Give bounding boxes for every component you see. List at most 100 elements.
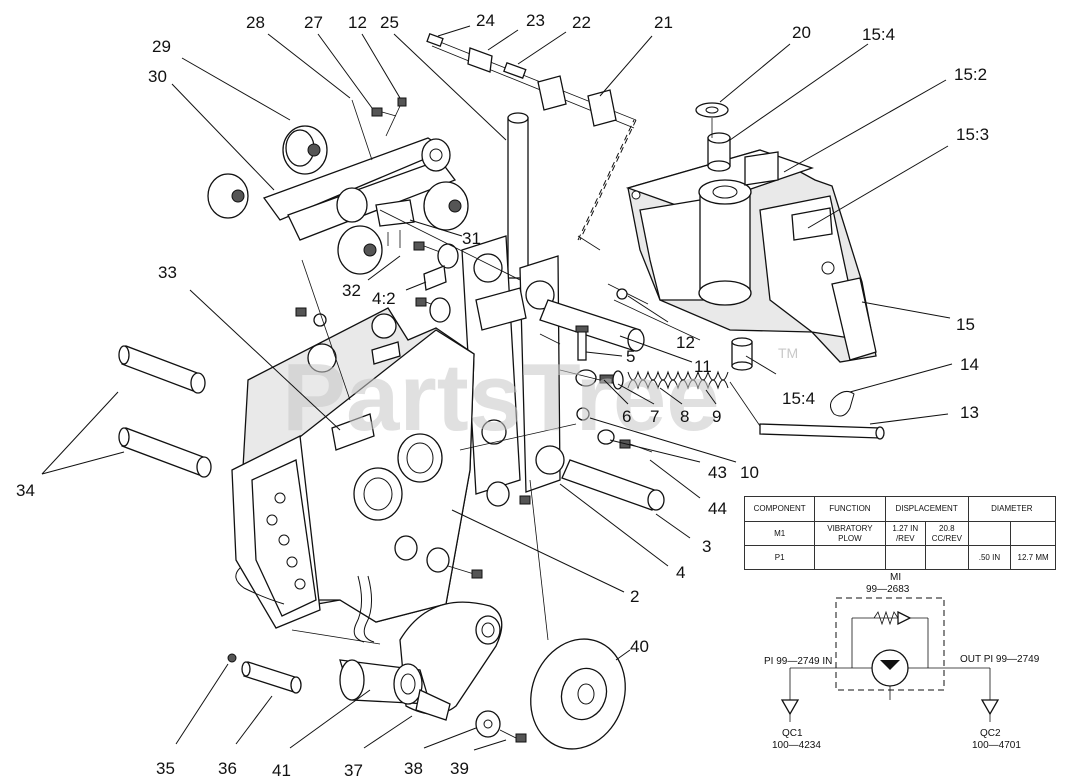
clip-14: [830, 390, 855, 417]
watermark: PartsTree: [282, 344, 720, 451]
bushing-15-4-bottom: [731, 337, 753, 371]
spacers-mid: [394, 481, 531, 579]
spec-header-component: COMPONENT: [743, 496, 816, 522]
callout-27: 27: [304, 13, 323, 32]
callout-15-2: 15:2: [954, 65, 987, 84]
callout-44: 44: [708, 499, 727, 518]
bolt-5: [575, 325, 589, 361]
bushing-15-4-top: [707, 132, 731, 172]
callout-13: 13: [960, 403, 979, 422]
callout-20: 20: [792, 23, 811, 42]
spec-cell-displacement-cc: 20.8 CC/REV: [925, 521, 969, 546]
pin-11: [539, 299, 645, 352]
callout-15-4-top: 15:4: [862, 25, 895, 44]
callout-28: 28: [246, 13, 265, 32]
callout-7: 7: [650, 407, 659, 426]
pin-36: [227, 653, 302, 694]
callout-34: 34: [16, 481, 35, 500]
spec-table: COMPONENT FUNCTION DISPLACEMENT DIAMETER…: [743, 496, 1057, 570]
callout-43: 43: [708, 463, 727, 482]
watermark-tm: TM: [778, 345, 798, 361]
bolts-left: [295, 241, 459, 365]
pin-13: [759, 423, 885, 440]
callout-11: 11: [694, 357, 712, 376]
callout-9: 9: [712, 407, 721, 426]
callout-3: 3: [702, 537, 711, 556]
callout-40: 40: [630, 637, 649, 656]
wheel-40: [530, 638, 626, 750]
nut-10: [576, 407, 590, 421]
callout-4-2: 4:2: [372, 289, 396, 308]
callout-2: 2: [630, 587, 639, 606]
spec-cell-displacement-in: 1.27 IN /REV: [884, 521, 927, 546]
qc2-label: QC2: [980, 728, 1001, 739]
spec-table-header-row: COMPONENT FUNCTION DISPLACEMENT DIAMETER: [743, 496, 1057, 522]
motor-label: MI: [890, 572, 901, 583]
callout-15: 15: [956, 315, 975, 334]
callout-25: 25: [380, 13, 399, 32]
hydraulic-schematic: MI 99—2683 PI 99—2749 IN OUT PI 99—2749 …: [764, 572, 1040, 751]
spec-cell-diameter-in: .50 IN: [967, 545, 1012, 570]
spec-header-displacement: DISPLACEMENT: [884, 496, 969, 522]
callout-12-mid: 12: [676, 333, 695, 352]
spec-cell-component: M1: [743, 521, 816, 546]
pin-3: [561, 459, 665, 511]
spec-cell-displacement-cc: [925, 545, 969, 570]
spec-header-function: FUNCTION: [814, 496, 886, 522]
spec-table-row: M1 VIBRATORY PLOW 1.27 IN /REV 20.8 CC/R…: [743, 521, 1056, 546]
decal-15-3: [791, 207, 833, 241]
spec-cell-function: [814, 545, 886, 570]
spec-cell-displacement-in: [884, 545, 927, 570]
spec-cell-diameter-mm: 12.7 MM: [1010, 545, 1056, 570]
callout-30: 30: [148, 67, 167, 86]
spec-cell-component: P1: [743, 545, 816, 570]
nut-12: [616, 288, 628, 300]
spec-cell-diameter-mm: [1010, 521, 1056, 546]
callout-32: 32: [342, 281, 361, 300]
callout-37: 37: [344, 761, 363, 780]
qc2-symbol: [980, 699, 1000, 716]
callout-41: 41: [272, 761, 291, 780]
shafts-34: [118, 345, 212, 478]
callout-21: 21: [654, 13, 673, 32]
callout-10: 10: [740, 463, 759, 482]
callout-14: 14: [960, 355, 979, 374]
callout-35: 35: [156, 759, 175, 778]
roller-assembly: [207, 125, 469, 275]
callout-15-4-bottom: 15:4: [782, 389, 815, 408]
callout-22: 22: [572, 13, 591, 32]
bolt-39: [499, 729, 527, 743]
callout-15-3: 15:3: [956, 125, 989, 144]
spec-table-row: P1 .50 IN 12.7 MM: [743, 545, 1056, 570]
lower-arm-assembly: [235, 567, 503, 721]
bolts-27-28: [351, 97, 407, 161]
callout-4: 4: [676, 563, 685, 582]
callout-31: 31: [462, 229, 481, 248]
qc1-symbol: [780, 699, 800, 716]
callout-33: 33: [158, 263, 177, 282]
callout-38: 38: [404, 759, 423, 778]
in-label: PI 99—2749 IN: [764, 656, 832, 667]
out-label: OUT PI 99—2749: [960, 654, 1040, 665]
callout-39: 39: [450, 759, 469, 778]
callout-labels: 29 28 27 12 25 24 23 22 21 20 15:4 15:2 …: [16, 11, 989, 780]
callout-29: 29: [152, 37, 171, 56]
callout-8: 8: [680, 407, 689, 426]
callout-23: 23: [526, 11, 545, 30]
leader-lines: [41, 25, 953, 751]
upper-bracket-frame: [625, 149, 877, 363]
spacer-38: [475, 710, 501, 738]
qc2-part-number: 100—4701: [972, 740, 1021, 751]
qc1-label: QC1: [782, 728, 803, 739]
spring-assembly: [575, 369, 761, 427]
spec-cell-diameter-in: [967, 521, 1012, 546]
decal-15-2: [744, 151, 779, 186]
spec-header-diameter: DIAMETER: [967, 496, 1057, 522]
callout-36: 36: [218, 759, 237, 778]
linkage-rod-21-24: [426, 33, 637, 129]
callout-5: 5: [626, 347, 635, 366]
qc1-part-number: 100—4234: [772, 740, 821, 751]
callout-12-top: 12: [348, 13, 367, 32]
callout-6: 6: [622, 407, 631, 426]
